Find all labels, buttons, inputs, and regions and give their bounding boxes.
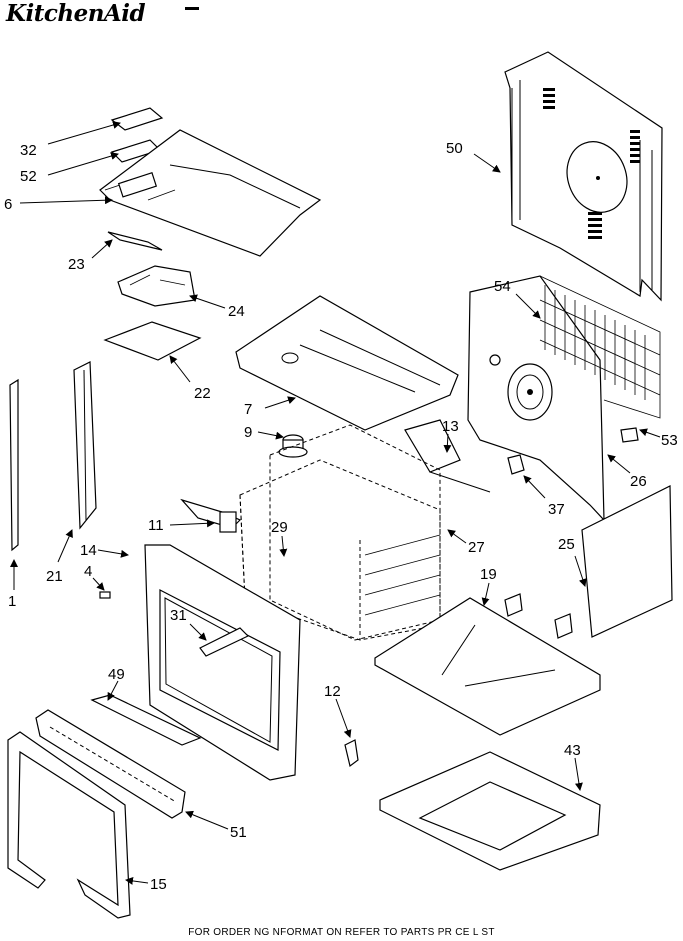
callout-7: 7	[244, 401, 252, 418]
callout-53: 53	[661, 432, 678, 449]
callout-labels: 32 52 6 23 24 22 7 9 13 50 54 26 53 37 1…	[4, 140, 678, 893]
callout-12: 12	[324, 683, 341, 700]
part-43-lower-pan	[379, 751, 601, 871]
callout-23: 23	[68, 256, 85, 273]
callout-37: 37	[548, 501, 565, 518]
ordering-footer: FOR ORDER NG NFORMAT ON REFER TO PARTS P…	[188, 927, 495, 938]
callout-9: 9	[244, 424, 252, 441]
part-12-hinge	[344, 739, 359, 768]
callout-43: 43	[564, 742, 581, 759]
part-15-door-gasket	[7, 731, 131, 919]
part-51-vent-trim	[35, 709, 186, 819]
callout-14: 14	[80, 542, 97, 559]
callout-6: 6	[4, 196, 12, 213]
callout-15: 15	[150, 876, 167, 893]
part-19-bottom-tray	[374, 593, 601, 736]
callout-25: 25	[558, 536, 575, 553]
part-32-top-cover-group	[99, 107, 322, 257]
callout-11: 11	[148, 517, 164, 534]
callout-22: 22	[194, 385, 211, 402]
callout-51: 51	[230, 824, 247, 841]
callout-1: 1	[8, 593, 16, 610]
callout-19: 19	[480, 566, 497, 583]
part-14-front-frame	[99, 544, 301, 781]
part-1-side-trim	[9, 378, 19, 552]
callout-13: 13	[442, 418, 459, 435]
callout-27: 27	[468, 539, 485, 556]
part-11-switch	[180, 498, 242, 533]
part-23-bracket	[107, 231, 163, 251]
callout-32: 32	[20, 142, 37, 159]
callout-52: 52	[20, 168, 37, 185]
part-54-rear-inner-panel	[467, 275, 661, 522]
callout-31: 31	[170, 607, 187, 624]
part-7-top-panel	[235, 295, 459, 431]
brand-logo: KitchenAid	[6, 0, 146, 27]
callout-54: 54	[494, 278, 511, 295]
callout-49: 49	[108, 666, 125, 683]
callout-24: 24	[228, 303, 245, 320]
callout-50: 50	[446, 140, 463, 157]
callout-21: 21	[46, 568, 63, 585]
callout-26: 26	[630, 473, 647, 490]
callout-leaders	[10, 121, 661, 885]
part-49-trim	[90, 694, 202, 746]
part-13-element	[404, 419, 491, 493]
part-25-side-panel	[581, 485, 673, 638]
part-24-control-bracket	[117, 265, 196, 307]
part-22-plate	[103, 321, 202, 361]
callout-29: 29	[271, 519, 288, 536]
callout-4: 4	[84, 563, 92, 580]
brand-logo-mark	[185, 7, 199, 10]
part-31-light-socket	[199, 627, 250, 657]
part-21-side-trim	[73, 361, 97, 530]
part-50-rear-panel	[504, 51, 663, 302]
